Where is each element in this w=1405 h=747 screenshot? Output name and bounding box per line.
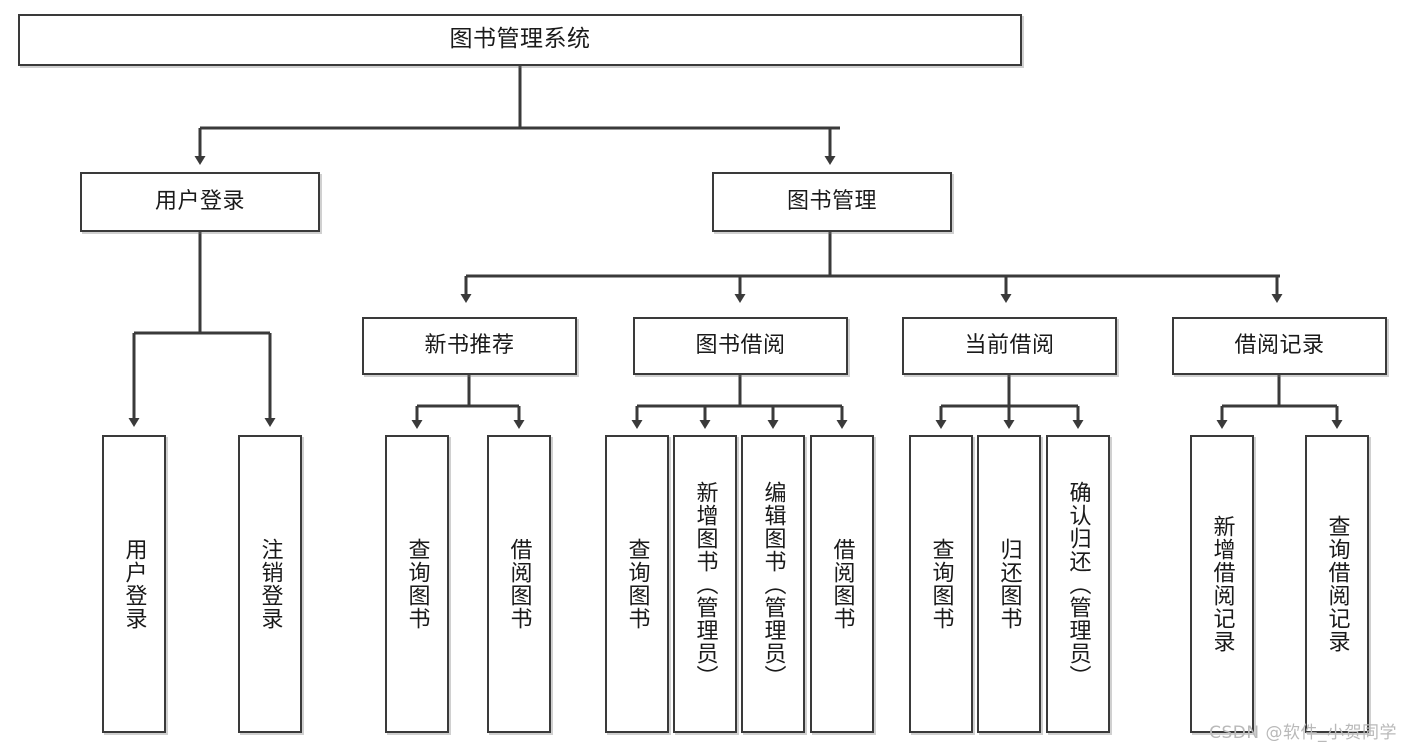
leaf-borrow-borrow-book-label: 借阅图书	[829, 538, 855, 630]
leaf-borrow-add-book[interactable]: 新增图书（管理员）	[673, 435, 737, 733]
leaf-user-login-signin-label: 用户登录	[121, 538, 147, 630]
leaf-record-query[interactable]: 查询借阅记录	[1305, 435, 1369, 733]
node-new-book-recommend-label: 新书推荐	[424, 332, 515, 358]
leaf-current-query-book[interactable]: 查询图书	[909, 435, 973, 733]
node-book-management-label: 图书管理	[786, 188, 877, 214]
leaf-user-login-signout[interactable]: 注销登录	[238, 435, 302, 733]
node-borrow-record[interactable]: 借阅记录	[1172, 317, 1387, 375]
leaf-borrow-query-book[interactable]: 查询图书	[605, 435, 669, 733]
node-book-borrow[interactable]: 图书借阅	[633, 317, 848, 375]
node-new-book-recommend[interactable]: 新书推荐	[362, 317, 577, 375]
node-user-login-label: 用户登录	[154, 188, 245, 214]
node-book-management[interactable]: 图书管理	[712, 172, 952, 232]
node-current-borrow-label: 当前借阅	[964, 332, 1055, 358]
watermark: CSDN @软件_小贺同学	[1209, 723, 1397, 743]
leaf-current-query-book-label: 查询图书	[928, 538, 954, 630]
node-root-label: 图书管理系统	[449, 26, 591, 53]
leaf-user-login-signin[interactable]: 用户登录	[102, 435, 166, 733]
node-current-borrow[interactable]: 当前借阅	[902, 317, 1117, 375]
leaf-record-add-label: 新增借阅记录	[1209, 515, 1235, 653]
leaf-borrow-edit-book[interactable]: 编辑图书（管理员）	[741, 435, 805, 733]
leaf-borrow-edit-book-label: 编辑图书（管理员）	[760, 480, 786, 688]
leaf-current-return-book-label: 归还图书	[996, 538, 1022, 630]
leaf-new-book-query[interactable]: 查询图书	[385, 435, 449, 733]
leaf-current-confirm-return-label: 确认归还（管理员）	[1065, 480, 1091, 688]
leaf-new-book-borrow[interactable]: 借阅图书	[487, 435, 551, 733]
leaf-borrow-add-book-label: 新增图书（管理员）	[692, 480, 718, 688]
node-user-login[interactable]: 用户登录	[80, 172, 320, 232]
leaf-borrow-borrow-book[interactable]: 借阅图书	[810, 435, 874, 733]
node-book-borrow-label: 图书借阅	[695, 332, 786, 358]
leaf-borrow-query-book-label: 查询图书	[624, 538, 650, 630]
node-borrow-record-label: 借阅记录	[1234, 332, 1325, 358]
leaf-new-book-borrow-label: 借阅图书	[506, 538, 532, 630]
leaf-record-query-label: 查询借阅记录	[1324, 515, 1350, 653]
leaf-record-add[interactable]: 新增借阅记录	[1190, 435, 1254, 733]
node-root[interactable]: 图书管理系统	[18, 14, 1022, 66]
leaf-user-login-signout-label: 注销登录	[257, 538, 283, 630]
leaf-current-confirm-return[interactable]: 确认归还（管理员）	[1046, 435, 1110, 733]
leaf-current-return-book[interactable]: 归还图书	[977, 435, 1041, 733]
leaf-new-book-query-label: 查询图书	[404, 538, 430, 630]
